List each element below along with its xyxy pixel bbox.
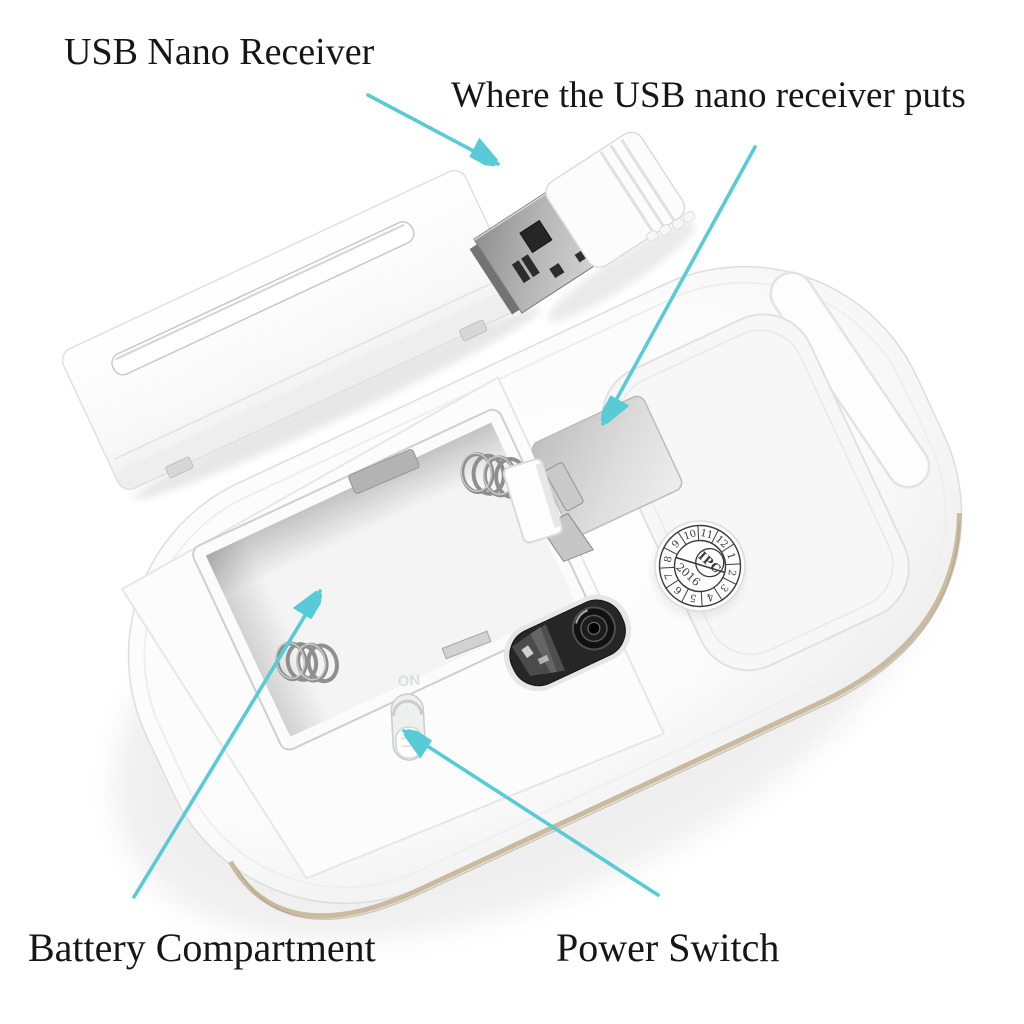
sticker-dial-number: 7 [663,571,675,580]
receiver-slot-recess [531,395,683,537]
usb-dongle [469,131,696,322]
cover-tab [165,456,194,479]
label-battery-compartment: Battery Compartment [28,925,376,970]
optical-sensor [503,594,632,692]
sensor-lens [571,606,616,651]
dongle-pin-hole [549,262,565,279]
label-power-switch: Power Switch [556,925,780,970]
label-usb-nano-receiver: USB Nano Receiver [64,31,375,73]
battery-spring [275,641,339,684]
cover-slot [111,221,415,376]
body-rim-edge [228,513,962,919]
callout-arrow-usb-nano-receiver [366,93,498,164]
dongle-pin-hole [519,219,553,254]
dongle-cap [545,131,696,269]
sticker-dial-number: 1 [724,551,736,560]
dongle-pin-hole [511,260,531,284]
sticker-dial-number: 11 [699,528,714,541]
label-receiver-slot: Where the USB nano receiver puts [451,75,966,116]
dongle-pin-hole [521,254,540,278]
sticker-dial-number: 2 [725,568,737,577]
callout-arrow-power-switch [404,731,660,897]
callout-arrow-receiver-slot [603,145,757,424]
receiver-contact-clip [544,462,584,512]
sticker-dial-number: 5 [689,591,698,603]
battery-cover [61,169,542,500]
mouse-body: ON [120,265,963,920]
sticker-dial-number: 8 [663,555,675,564]
power-switch [390,693,426,761]
callout-arrow-battery-compartment [132,591,320,899]
sticker-dial-number: 10 [682,528,698,542]
cover-tab [459,319,488,342]
sticker-dial-number: 4 [705,590,714,602]
qc-sticker: 1 2 3 4 5 6 7 8 9 10 11 12 IPC 2016 [651,520,746,619]
power-switch-on-label: ON [397,672,421,691]
battery-contact-tab [348,448,420,494]
battery-clip [502,458,563,544]
battery-contact-plate [441,630,492,660]
